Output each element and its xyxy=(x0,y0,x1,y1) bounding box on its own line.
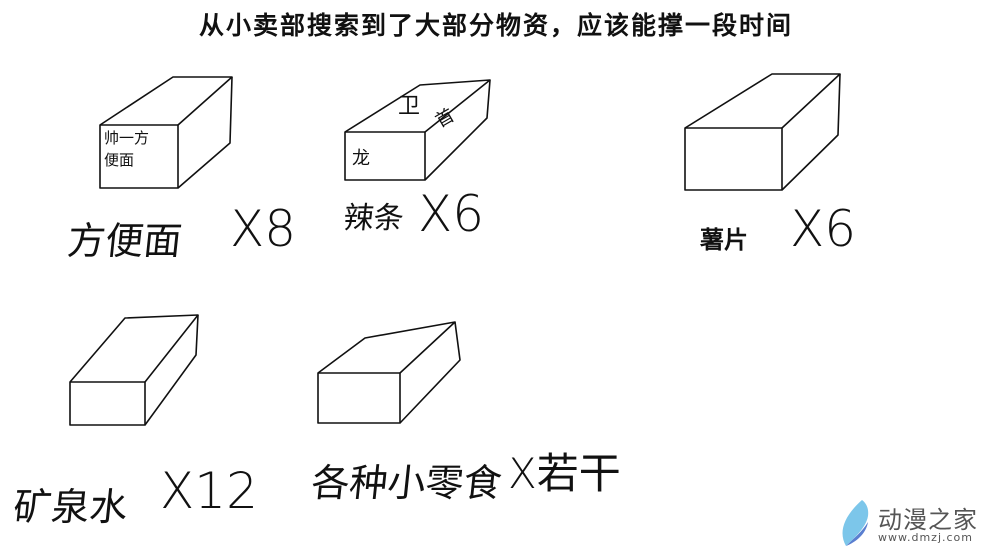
box-label-line: 卫 xyxy=(398,94,421,119)
item-qty-chips: X6 xyxy=(790,200,857,258)
box-spicy-strips xyxy=(344,79,491,181)
watermark: 动漫之家 www.dmzj.com xyxy=(836,498,986,550)
box-chips xyxy=(684,73,841,191)
box-label-line: 龙 xyxy=(352,148,370,169)
item-name-chips: 薯片 xyxy=(700,226,748,254)
box-label-line: 便面 xyxy=(104,151,135,169)
item-name-snacks: 各种小零食 xyxy=(309,461,504,505)
item-qty-spicy-strips: X6 xyxy=(418,185,485,243)
watermark-name: 动漫之家 xyxy=(878,506,978,534)
item-qty-noodles: X8 xyxy=(230,200,297,258)
item-qty-water: X12 xyxy=(160,462,258,520)
box-instant-noodles xyxy=(99,76,233,189)
box-label-line: 帅一方 xyxy=(104,129,150,147)
item-name-noodles: 方便面 xyxy=(65,219,184,263)
watermark-url: www.dmzj.com xyxy=(878,531,973,544)
wing-logo-icon xyxy=(842,500,869,546)
item-qty-snacks: X若干 xyxy=(508,449,621,498)
box-snacks xyxy=(317,321,461,424)
item-name-spicy-strips: 辣条 xyxy=(341,201,406,236)
page-title: 从小卖部搜索到了大部分物资，应该能撑一段时间 xyxy=(198,11,793,40)
box-water xyxy=(69,314,199,426)
item-name-water: 矿泉水 xyxy=(11,485,130,529)
